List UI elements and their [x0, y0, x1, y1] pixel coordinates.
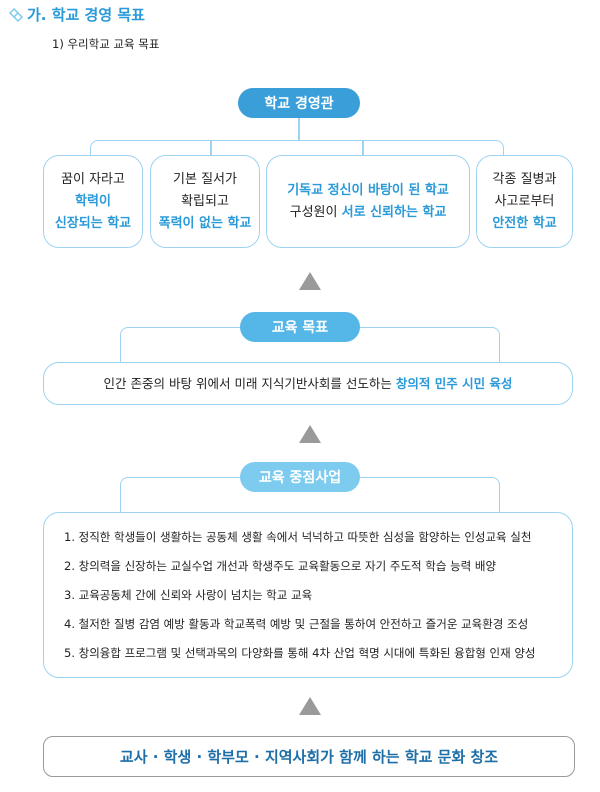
- up-arrow-icon: [299, 697, 321, 715]
- box-line: 신장되는 학교: [54, 215, 132, 231]
- management-box-1: 꿈이 자라고 학력이 신장되는 학교: [43, 155, 143, 248]
- management-box-4: 각종 질병과 사고로부터 안전한 학교: [476, 155, 573, 248]
- up-arrow-icon: [299, 272, 321, 290]
- project-item: 5. 창의융합 프로그램 및 선택과목의 다양화를 통해 4차 산업 혁명 시대…: [64, 645, 536, 660]
- goal-text-highlight: 창의적 민주 시민 육성: [395, 375, 513, 391]
- section-title: 가. 학교 경영 목표: [8, 4, 145, 25]
- goal-pill: 교육 목표: [240, 312, 360, 342]
- project-item: 2. 창의력을 신장하는 교실수업 개선과 학생주도 교육활동으로 자기 주도적…: [64, 558, 497, 573]
- box-line: 각종 질병과: [492, 171, 557, 187]
- management-box-2: 기본 질서가 확립되고 폭력이 없는 학교: [150, 155, 260, 248]
- projects-box: 1. 정직한 학생들이 생활하는 공동체 생활 속에서 넉넉하고 따뜻한 심성을…: [43, 512, 573, 678]
- connector: [210, 140, 212, 156]
- box-line: 꿈이 자라고: [61, 171, 125, 187]
- management-pill: 학교 경영관: [238, 88, 360, 118]
- goal-box: 인간 존중의 바탕 위에서 미래 지식기반사회를 선도하는 창의적 민주 시민 …: [43, 362, 573, 405]
- subsection-title: 1) 우리학교 교육 목표: [52, 37, 160, 51]
- box-line: 사고로부터: [494, 193, 555, 209]
- bracket: [90, 140, 504, 156]
- box-line: 확립되고: [181, 193, 229, 209]
- diamond-link-icon: [8, 7, 24, 22]
- box-line: 폭력이 없는 학교: [158, 215, 252, 231]
- up-arrow-icon: [299, 425, 321, 443]
- box-line: 안전한 학교: [492, 215, 557, 231]
- management-box-3: 기독교 정신이 바탕이 된 학교 구성원이 서로 신뢰하는 학교: [266, 155, 470, 248]
- section-title-text: 가. 학교 경영 목표: [27, 6, 145, 24]
- box-line: 구성원이 서로 신뢰하는 학교: [290, 202, 447, 224]
- box-line: 기본 질서가: [173, 171, 237, 187]
- project-item: 4. 철저한 질병 감염 예방 활동과 학교폭력 예방 및 근절을 통하여 안전…: [64, 616, 529, 631]
- connector: [298, 118, 300, 141]
- goal-text: 인간 존중의 바탕 위에서 미래 지식기반사회를 선도하는 창의적 민주 시민 …: [104, 373, 513, 395]
- box-line: 기독교 정신이 바탕이 된 학교: [287, 182, 449, 198]
- project-item: 1. 정직한 학생들이 생활하는 공동체 생활 속에서 넉넉하고 따뜻한 심성을…: [64, 529, 532, 544]
- goal-text-plain: 인간 존중의 바탕 위에서 미래 지식기반사회를 선도하는: [103, 375, 396, 391]
- vision-box: 교사 · 학생 · 학부모 · 지역사회가 함께 하는 학교 문화 창조: [43, 736, 575, 777]
- box-text-highlight: 서로 신뢰하는 학교: [341, 204, 447, 220]
- box-line: 학력이: [75, 193, 111, 209]
- vision-text: 교사 · 학생 · 학부모 · 지역사회가 함께 하는 학교 문화 창조: [119, 748, 499, 766]
- connector: [362, 140, 364, 156]
- projects-pill: 교육 중점사업: [240, 462, 360, 492]
- project-item: 3. 교육공동체 간에 신뢰와 사랑이 넘치는 학교 교육: [64, 587, 313, 602]
- box-text: 구성원이: [289, 204, 342, 220]
